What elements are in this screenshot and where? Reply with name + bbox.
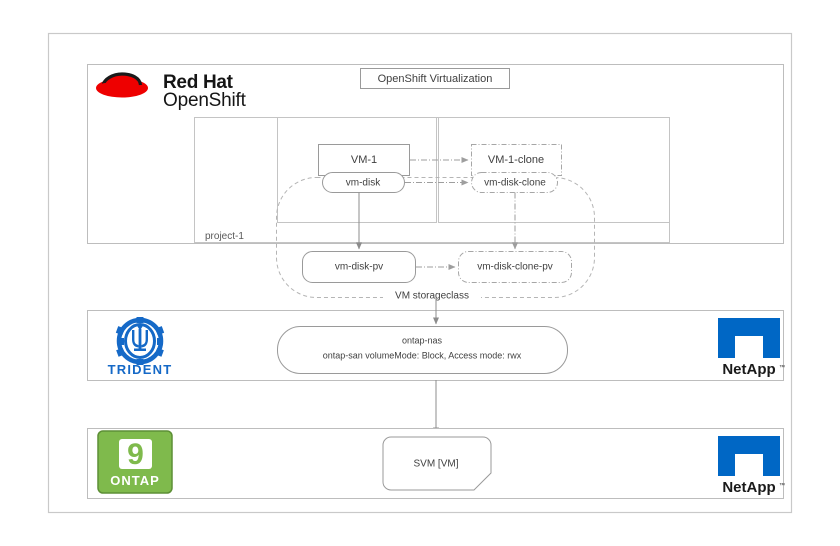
vm-disk-source-label: vm-disk	[346, 178, 381, 189]
vm-disk-pv-label: vm-disk-pv	[335, 262, 383, 273]
storage-backend-line2: ontap-san volumeMode: Block, Access mode…	[323, 350, 522, 360]
openshift-virtualization-badge-label: OpenShift Virtualization	[378, 73, 493, 85]
project-label: project-1	[205, 231, 244, 242]
vm-storageclass-label: VM storageclass	[395, 291, 469, 302]
ontap-wordmark: ONTAP	[110, 473, 160, 488]
storageclass-label-bg	[383, 288, 481, 302]
redhat-brand-line2: OpenShift	[163, 90, 247, 111]
vm-disk-pv-box[interactable]	[302, 251, 416, 283]
vm-disk-source-box[interactable]	[322, 172, 405, 193]
red-hat-logo-icon	[96, 72, 148, 98]
ontap-logo-icon: 9 ONTAP	[97, 430, 173, 494]
netapp-tm-storage: ™	[779, 364, 785, 371]
vm-disk-clone-pv-box[interactable]	[458, 251, 572, 283]
vm-storageclass-boundary	[276, 177, 595, 298]
svm-box[interactable]	[382, 436, 492, 491]
vm-source-zone	[277, 117, 437, 223]
netapp-logo-icon-array: NetApp ™	[718, 436, 785, 496]
netapp-tm-array: ™	[779, 482, 785, 489]
netapp-logo-icon-storage: NetApp ™	[718, 318, 785, 378]
openshift-virtualization-badge-box	[360, 68, 510, 89]
vm-clone-box[interactable]	[471, 144, 562, 176]
vm-clone-label: VM-1-clone	[488, 154, 544, 166]
svm-label: SVM [VM]	[413, 459, 458, 470]
trident-wordmark: TRIDENT	[108, 362, 173, 377]
storage-backend-box[interactable]	[277, 326, 568, 374]
netapp-wordmark-array: NetApp	[722, 479, 775, 496]
trident-logo-icon: TRIDENT	[108, 317, 173, 377]
vm-source-label: VM-1	[351, 154, 377, 166]
vm-disk-clone-pv-label: vm-disk-clone-pv	[477, 262, 553, 273]
ontap-version-label: 9	[127, 438, 144, 471]
storage-backend-line1: ontap-nas	[402, 335, 443, 345]
vm-source-box[interactable]	[318, 144, 410, 176]
vm-clone-zone	[438, 117, 670, 223]
redhat-brand-line1: Red Hat	[163, 72, 234, 93]
openshift-platform-panel	[87, 64, 784, 244]
netapp-wordmark-storage: NetApp	[722, 361, 775, 378]
vm-disk-clone-label: vm-disk-clone	[484, 178, 546, 189]
